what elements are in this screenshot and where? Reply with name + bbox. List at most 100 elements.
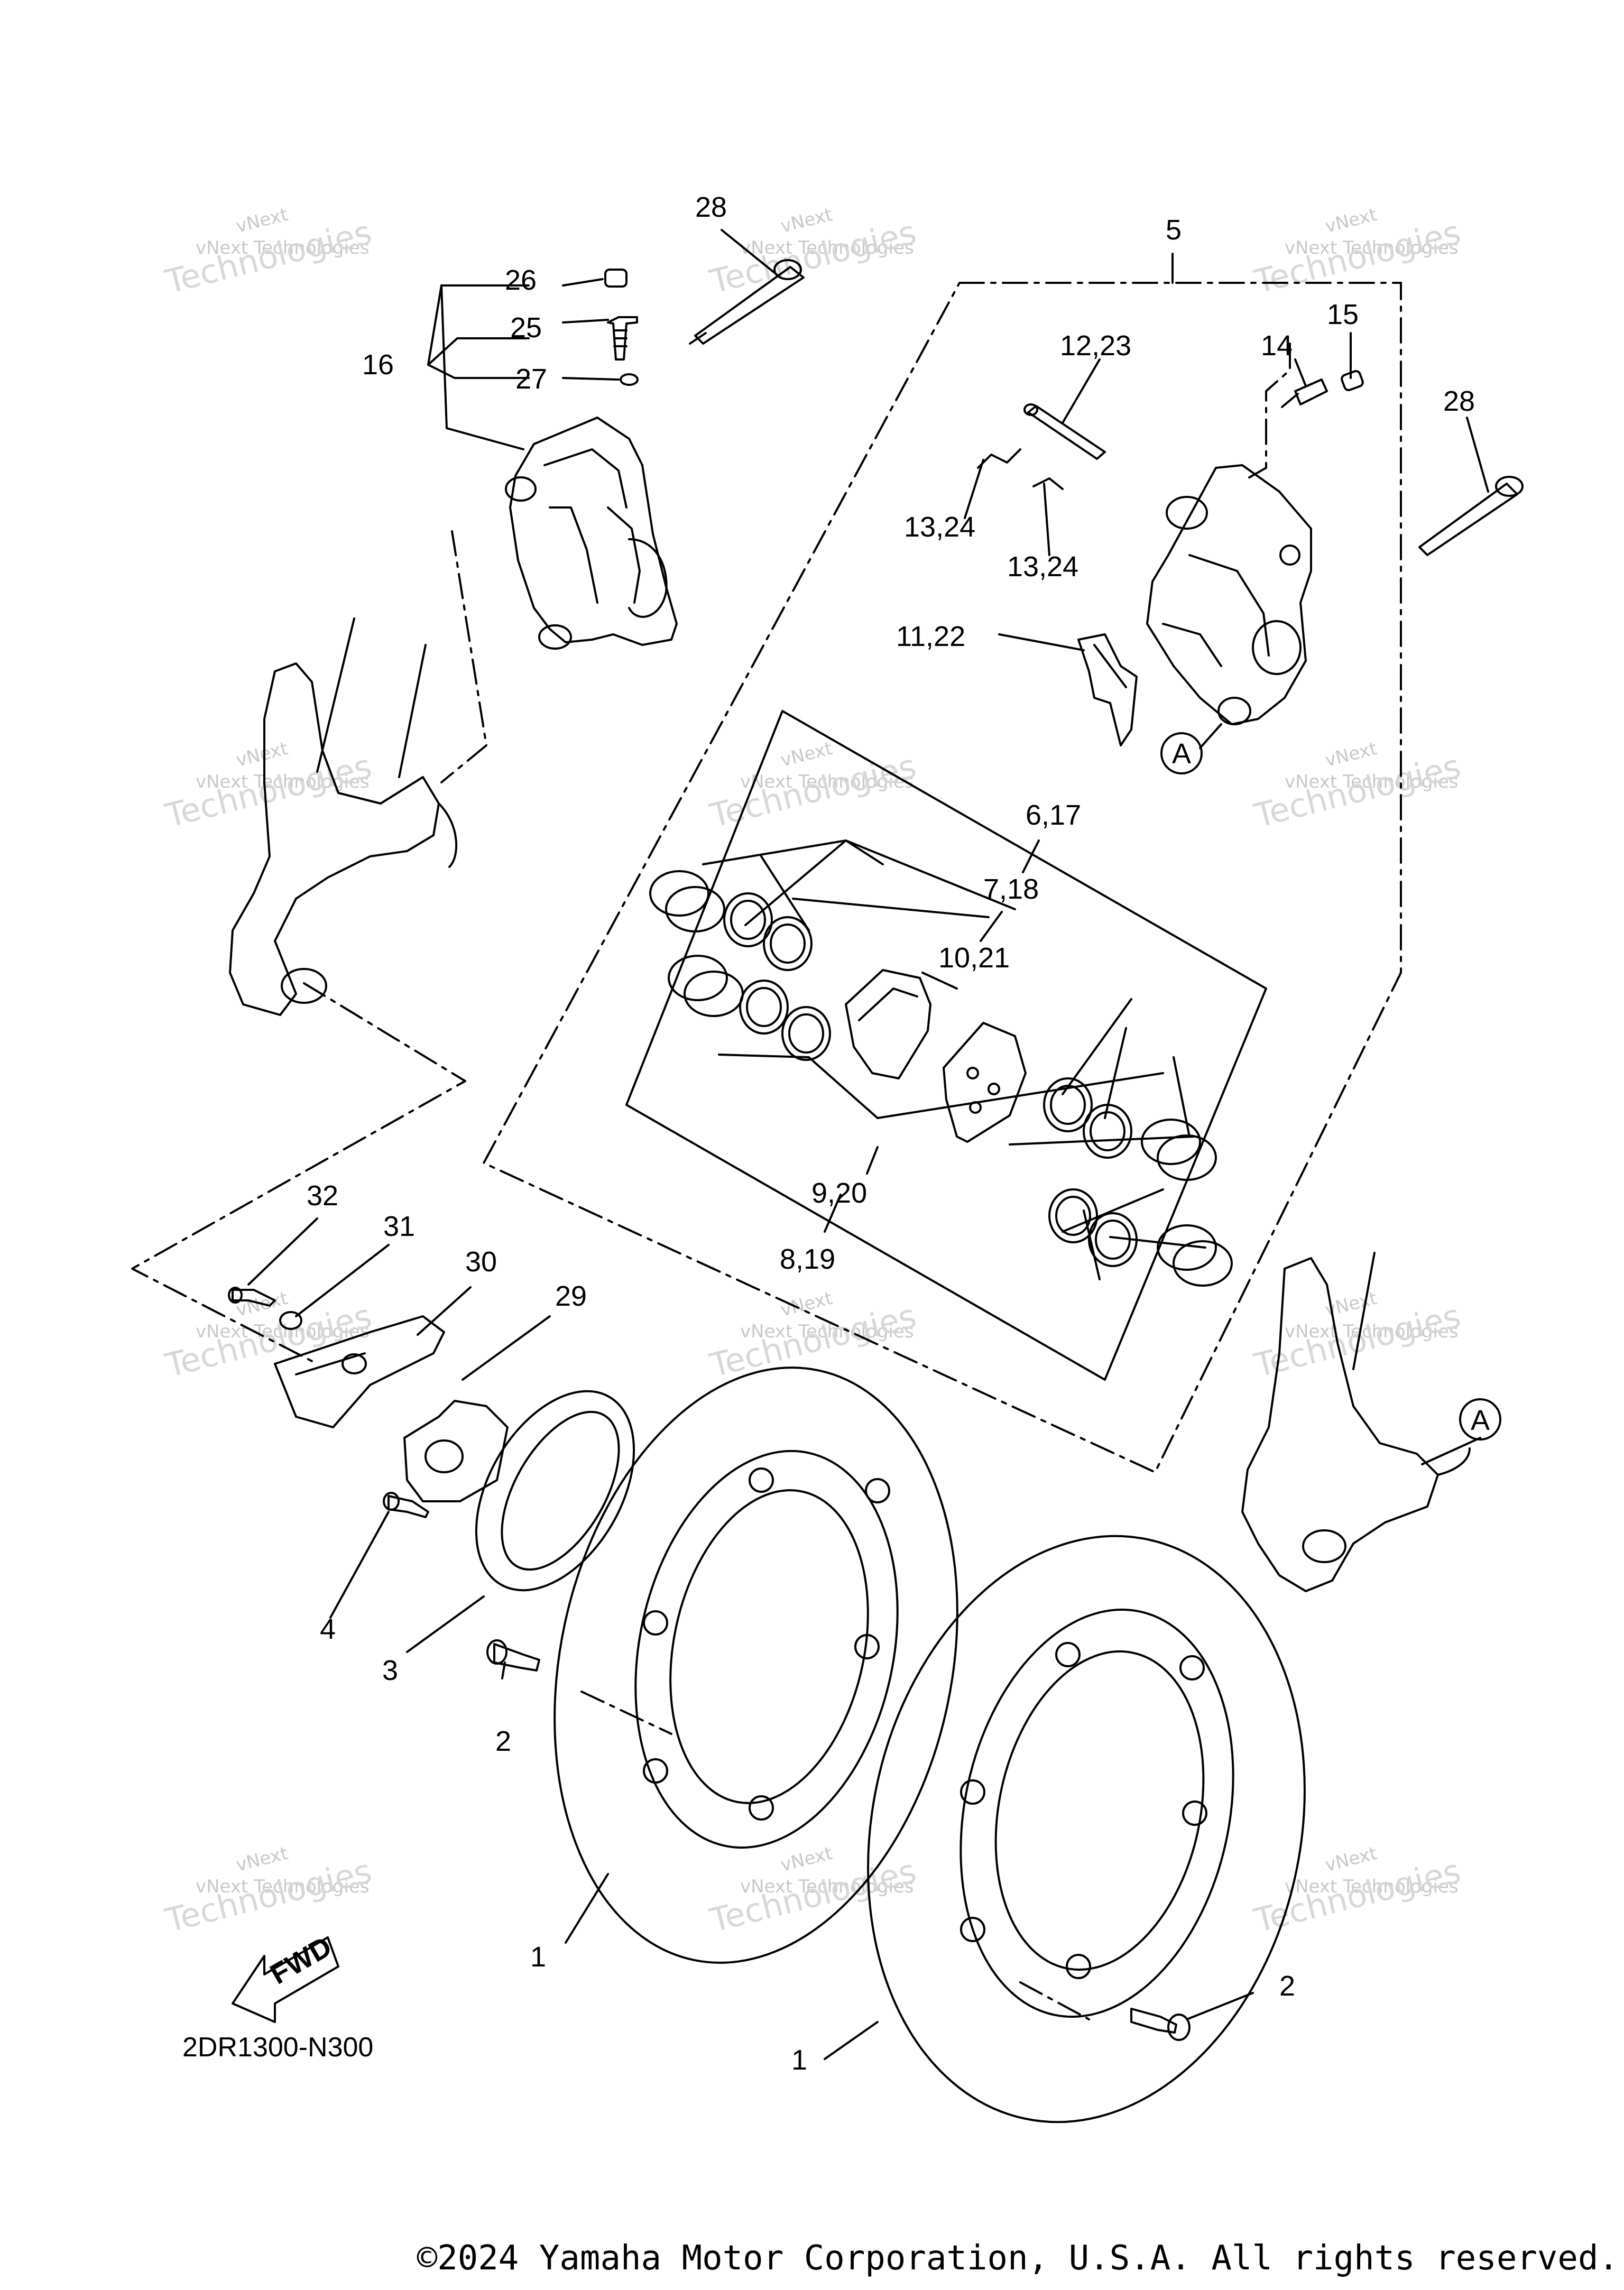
svg-text:vNext: vNext xyxy=(779,738,835,771)
bolt-32 xyxy=(228,1287,276,1307)
callout-28-left: 28 xyxy=(695,191,727,223)
leader-lines xyxy=(247,229,1489,2060)
clip-13-24-b xyxy=(1032,477,1064,490)
callout-3: 3 xyxy=(382,1655,398,1686)
bleed-screw-14 xyxy=(1281,378,1328,408)
svg-text:vNext: vNext xyxy=(1323,738,1379,771)
watermark: vNext vNext Technologies Technologies xyxy=(1250,1843,1464,1940)
pin-bolt-28-left xyxy=(689,259,805,345)
watermark: vNext vNext Technologies Technologies xyxy=(706,1843,920,1940)
callout-2-left: 2 xyxy=(495,1725,511,1757)
callout-1-rear: 1 xyxy=(791,2044,807,2076)
svg-text:vNext Technologies: vNext Technologies xyxy=(740,1321,914,1342)
callout-labels: 26 25 27 16 28 5 15 12,23 14 28 13,24 13… xyxy=(265,191,1490,2076)
clip-13-24-a xyxy=(977,448,1021,469)
svg-text:vNext: vNext xyxy=(234,1843,290,1876)
svg-text:vNext Technologies: vNext Technologies xyxy=(196,1876,370,1897)
svg-text:vNext Technologies: vNext Technologies xyxy=(1285,1321,1459,1342)
pin-bolt-28-right xyxy=(1418,476,1524,556)
callout-28-right: 28 xyxy=(1443,385,1475,417)
callout-6-17: 6,17 xyxy=(1026,799,1081,831)
callout-25: 25 xyxy=(510,312,542,344)
callout-14: 14 xyxy=(1261,330,1293,362)
brake-disc-1-rear xyxy=(867,1535,1306,2123)
svg-text:vNext Technologies: vNext Technologies xyxy=(740,237,914,258)
disc-bolt-2-left xyxy=(486,1639,540,1672)
pistons-and-seals xyxy=(649,870,1233,1287)
brake-disc-1-front xyxy=(553,1366,958,1964)
pad-pin-12-23 xyxy=(1023,403,1106,460)
svg-text:vNext Technologies: vNext Technologies xyxy=(740,1876,914,1897)
seal-kit-box xyxy=(625,710,1267,1381)
svg-text:vNext Technologies: vNext Technologies xyxy=(196,237,370,258)
callout-4: 4 xyxy=(320,1613,336,1645)
callout-27: 27 xyxy=(515,363,547,395)
callout-32: 32 xyxy=(307,1180,338,1212)
svg-text:vNext: vNext xyxy=(1323,204,1379,237)
bleed-cap-26 xyxy=(604,269,628,288)
dash-line xyxy=(131,982,466,1365)
watermark: vNext vNext Technologies Technologies xyxy=(161,738,375,835)
svg-text:vNext Technologies: vNext Technologies xyxy=(1285,1876,1459,1897)
reference-marker-a-2: A xyxy=(1471,1405,1490,1436)
assembly-boundary xyxy=(483,282,1402,1473)
copyright-footer: ©2024 Yamaha Motor Corporation, U.S.A. A… xyxy=(417,2239,1619,2278)
disc-bolt-2-right xyxy=(1130,2008,1191,2041)
svg-text:vNext: vNext xyxy=(234,204,290,237)
callout-26: 26 xyxy=(505,264,537,296)
callout-8-19: 8,19 xyxy=(780,1243,835,1275)
left-caliper xyxy=(505,417,678,650)
reference-marker-circle xyxy=(1459,1398,1501,1441)
svg-text:vNext: vNext xyxy=(234,738,290,771)
callout-29: 29 xyxy=(555,1280,587,1312)
svg-text:vNext: vNext xyxy=(779,1288,835,1321)
callout-13-24-a: 13,24 xyxy=(904,511,975,543)
dash-line xyxy=(440,530,487,783)
dash-line xyxy=(580,1691,672,1735)
washer-31 xyxy=(279,1311,302,1330)
sensor-rotor-3 xyxy=(475,1390,635,1592)
callout-31: 31 xyxy=(383,1211,415,1242)
callout-30: 30 xyxy=(465,1246,497,1278)
svg-text:vNext Technologies: vNext Technologies xyxy=(1285,237,1459,258)
svg-text:vNext: vNext xyxy=(779,1843,835,1876)
callout-10-21: 10,21 xyxy=(938,942,1010,974)
right-fork xyxy=(1241,1252,1471,1592)
dash-line xyxy=(1019,1981,1090,2020)
callout-16: 16 xyxy=(362,349,394,381)
exploded-view-drawing xyxy=(131,229,1524,2123)
bleed-screw-25 xyxy=(607,316,638,361)
bleed-cap-15 xyxy=(1341,370,1364,391)
watermark: vNext vNext Technologies Technologies xyxy=(706,204,920,301)
watermark: vNext vNext Technologies Technologies xyxy=(161,204,375,301)
right-caliper xyxy=(1146,464,1312,725)
callout-7-18: 7,18 xyxy=(983,873,1039,905)
watermarks: vNext vNext Technologies Technologies vN… xyxy=(161,204,1464,1940)
svg-text:vNext Technologies: vNext Technologies xyxy=(1285,771,1459,792)
pad-spring-11-22 xyxy=(1077,633,1138,746)
svg-text:vNext Technologies: vNext Technologies xyxy=(740,771,914,792)
callout-2-right: 2 xyxy=(1279,1970,1295,2002)
abs-sensor-29 xyxy=(403,1400,509,1502)
svg-text:vNext: vNext xyxy=(779,204,835,237)
bolt-4 xyxy=(383,1492,429,1518)
callout-13-24-b: 13,24 xyxy=(1007,551,1078,583)
dash-line xyxy=(1247,343,1291,479)
callout-15: 15 xyxy=(1327,299,1359,330)
callout-12-23: 12,23 xyxy=(1060,330,1131,362)
part-code: 2DR1300-N300 xyxy=(182,2032,374,2063)
sensor-cover-30 xyxy=(274,1315,445,1428)
svg-text:vNext Technologies: vNext Technologies xyxy=(196,771,370,792)
watermark: vNext vNext Technologies Technologies xyxy=(706,738,920,835)
watermark: vNext vNext Technologies Technologies xyxy=(161,1843,375,1940)
left-fork xyxy=(229,617,458,1016)
fwd-arrow-icon xyxy=(232,1936,339,2023)
washer-27 xyxy=(620,373,639,386)
fwd-label: FWD xyxy=(265,1931,337,1990)
watermark: vNext vNext Technologies Technologies xyxy=(1250,738,1464,835)
brake-pad-1 xyxy=(845,969,931,1079)
reference-marker-circle xyxy=(1160,732,1203,774)
callout-11-22: 11,22 xyxy=(896,621,965,652)
watermark: vNext vNext Technologies Technologies xyxy=(1250,204,1464,301)
